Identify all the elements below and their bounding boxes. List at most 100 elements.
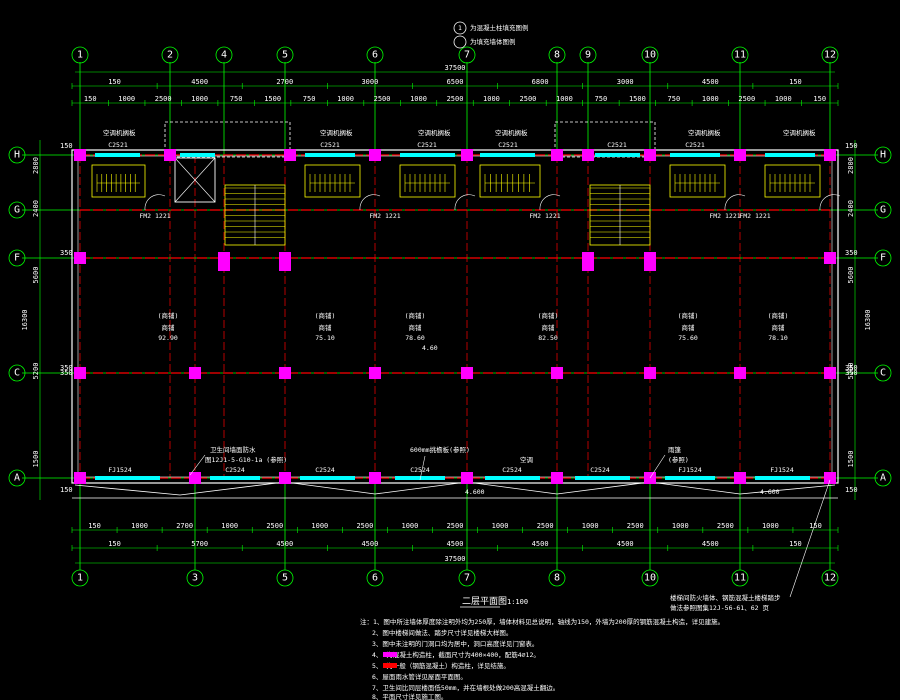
door-arc-3 — [539, 194, 561, 211]
bottom-window-code-2: C2524 — [315, 466, 335, 474]
windows-layer — [95, 153, 815, 480]
dim-side-small-left-2: 350 — [60, 369, 73, 377]
dim-top-row2-text-9: 1000 — [410, 95, 427, 103]
callout-left-ref: 图12J1-5-G10-1a (参照) — [205, 455, 287, 464]
window-top-1 — [180, 153, 215, 157]
callout-far-right-ref: 做法参照图集12J-56-61、62 页 — [670, 603, 769, 612]
window-bottom-3 — [395, 476, 445, 480]
column-5 — [551, 149, 563, 161]
dim-top-row1-text-5: 6800 — [532, 78, 549, 86]
dim-bottom-row1-text-5: 1000 — [311, 522, 328, 530]
axis-top-1-circle — [71, 46, 89, 64]
dim-top-row2-text-7: 1000 — [337, 95, 354, 103]
callout-right: 雨篷 — [668, 445, 682, 454]
room-area-3: 82.50 — [538, 334, 558, 342]
dim-top-row1-text-4: 6500 — [447, 78, 464, 86]
room-label-0: 商铺 — [162, 323, 176, 332]
door-arc-2 — [454, 194, 476, 211]
dim-top-row1-text-1: 4500 — [191, 78, 208, 86]
room-code-2: (商铺) — [405, 311, 426, 320]
axis-top-9-circle — [579, 46, 597, 64]
axis-top-10-label: 10 — [644, 50, 656, 61]
balcony-box-2 — [399, 164, 456, 198]
column-8 — [734, 149, 746, 161]
axis-left-H-circle — [8, 146, 26, 164]
dim-bottom-row1-text-8: 2500 — [447, 522, 464, 530]
elevation-3: 4.600 — [760, 488, 780, 496]
window-bottom-5 — [575, 476, 630, 480]
axis-top-4-label: 4 — [221, 50, 227, 61]
dim-side-small-right-2: 350 — [845, 369, 858, 377]
dim-top-row2-text-6: 750 — [303, 95, 316, 103]
dim-bottom-row1-text-9: 1000 — [492, 522, 509, 530]
legend-item-1: 为混凝土柱填充图例 — [470, 23, 529, 32]
dim-bottom-row2-text-1: 5700 — [191, 540, 208, 548]
dim-top-row2-text-17: 1000 — [702, 95, 719, 103]
dim-top-row2-text-2: 2500 — [155, 95, 172, 103]
axis-right-F-label: F — [880, 253, 886, 264]
dim-bottom-row1-text-14: 2500 — [717, 522, 734, 530]
dim-bottom-row2-text-5: 4500 — [532, 540, 549, 548]
legend-bubble-1 — [453, 21, 467, 35]
dim-bottom-row1-text-0: 150 — [88, 522, 101, 530]
dim-top-row1-text-2: 2700 — [276, 78, 293, 86]
axis-left-G-circle — [8, 201, 26, 219]
axis-bottom-6-label: 6 — [372, 573, 378, 584]
axis-top-9-label: 9 — [585, 50, 591, 61]
column-17 — [189, 367, 201, 379]
door-code-1: FM2 1221 — [369, 212, 400, 220]
column-34 — [218, 259, 230, 271]
axis-top-12-label: 12 — [824, 50, 836, 61]
room-code-3: (商铺) — [538, 311, 559, 320]
dim-bottom-row1-text-4: 2500 — [266, 522, 283, 530]
top-legend: 1 为混凝土柱填充图例 为填充墙体图例 — [453, 21, 529, 49]
door-arc-4 — [724, 194, 746, 211]
axis-top-5-circle — [276, 46, 294, 64]
column-33 — [824, 472, 836, 484]
callout-mid-leader — [419, 455, 426, 481]
column-21 — [551, 367, 563, 379]
column-37 — [644, 259, 656, 271]
room-code-4: (商铺) — [678, 311, 699, 320]
door-arc-5 — [819, 194, 841, 211]
inner-wall — [77, 155, 833, 478]
balcony-box-5 — [764, 164, 821, 198]
axis-bottom-8-circle — [548, 569, 566, 587]
dim-top-row2-text-20: 150 — [813, 95, 826, 103]
column-18 — [279, 367, 291, 379]
column-9 — [824, 149, 836, 161]
bottom-window-code-3: C2524 — [410, 466, 430, 474]
dim-bottom-row1-text-11: 1000 — [582, 522, 599, 530]
window-code-2: C2521 — [417, 141, 437, 149]
column-24 — [824, 367, 836, 379]
note-8: 8、平面尺寸详见施工图。 — [372, 692, 447, 700]
window-bottom-1 — [210, 476, 260, 480]
column-0 — [74, 149, 86, 161]
window-top-7 — [765, 153, 815, 157]
dim-side-small-left-4: 150 — [60, 486, 73, 494]
dim-left-text-0: 2800 — [32, 157, 40, 174]
room-area-4: 75.60 — [678, 334, 698, 342]
roof-bump-right — [554, 121, 656, 158]
dim-right-text-3: 5200 — [847, 363, 855, 380]
axis-bottom-1-circle — [71, 569, 89, 587]
callout-right-ref: (参照) — [668, 455, 689, 464]
axis-left-F-label: F — [14, 253, 20, 264]
note-4: 4、 为混凝土构造柱，截面尺寸为400×400，配筋4⌀12。 — [372, 650, 540, 659]
bottom-window-code-7: FJ1524 — [770, 466, 794, 474]
note-2: 2、图中楼梯间做法、踏步尺寸详见楼梯大样图。 — [372, 628, 512, 637]
axis-bottom-7-circle — [458, 569, 476, 587]
window-bottom-7 — [755, 476, 810, 480]
dim-bottom-row1-text-2: 2700 — [176, 522, 193, 530]
door-code-4: FM2 1221 — [739, 212, 770, 220]
door-code-3: FM2 1221 — [709, 212, 740, 220]
axis-bottom-11-label: 11 — [734, 573, 746, 584]
axis-top-6-label: 6 — [372, 50, 378, 61]
dim-bottom-row2-text-0: 150 — [108, 540, 121, 548]
elevation-2: 4.600 — [465, 488, 485, 496]
axis-right-G-circle — [874, 201, 892, 219]
dim-top-row2-text-14: 750 — [595, 95, 608, 103]
column-7 — [644, 149, 656, 161]
